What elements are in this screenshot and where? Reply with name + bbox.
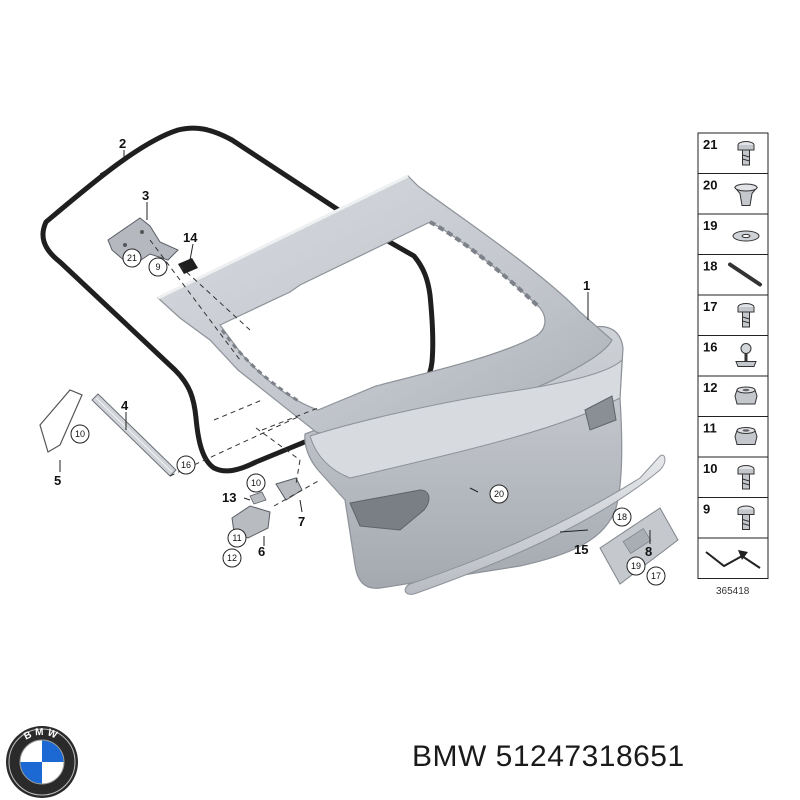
legend-number: 20 <box>703 178 717 193</box>
legend-cell-10: 10 <box>697 456 769 498</box>
circle-label-19: 19 <box>631 561 641 571</box>
top-edge <box>157 174 409 300</box>
small-clip <box>249 491 267 505</box>
bolt-icon <box>737 303 755 328</box>
circle-label-10a: 10 <box>75 429 85 439</box>
guide-lines <box>149 239 321 507</box>
legend-number: 21 <box>703 137 717 152</box>
ball-stud-icon <box>735 343 757 367</box>
legend-number: 16 <box>703 340 717 355</box>
striker <box>275 477 303 501</box>
circle-label-11: 11 <box>232 533 241 543</box>
legend-number: 18 <box>703 259 717 274</box>
circle-label-10b: 10 <box>251 478 261 488</box>
callout-14: 14 <box>183 230 198 245</box>
legend-cell-19: 19 <box>697 213 769 255</box>
callout-13: 13 <box>222 490 236 505</box>
legend-number: 9 <box>703 502 710 517</box>
circled-refs: 21 9 10 16 10 11 12 20 18 19 17 <box>70 248 666 586</box>
legend-symbol-cell <box>697 537 769 579</box>
tailgate-lip <box>309 358 623 479</box>
legend-cell-21: 21 <box>697 132 769 174</box>
window-flange-left <box>220 329 301 404</box>
rod-icon <box>728 262 762 287</box>
legend-number: 12 <box>703 380 717 395</box>
legend-number: 17 <box>703 299 717 314</box>
bent-arrow-icon <box>705 551 761 569</box>
svg-text:BMW: BMW <box>22 727 61 743</box>
plate-bracket-slot <box>622 528 652 554</box>
circle-label-9: 9 <box>155 262 160 272</box>
legend-cell-17: 17 <box>697 294 769 336</box>
nut-icon <box>734 386 758 405</box>
parts-legend: 21 20 19 18 17 16 12 11 10 9 <box>697 132 769 579</box>
strut-bracket <box>39 389 83 453</box>
bmw-logo: BMW <box>6 726 78 798</box>
flange-screw-icon <box>737 465 755 490</box>
seal-gasket <box>40 125 436 474</box>
collar-screw-icon <box>737 505 755 530</box>
circle-label-21: 21 <box>127 253 137 263</box>
legend-cell-18: 18 <box>697 254 769 296</box>
legend-cell-11: 11 <box>697 416 769 458</box>
legend-cell-16: 16 <box>697 335 769 377</box>
callout-3: 3 <box>142 188 149 203</box>
hex-nut-icon <box>734 427 758 445</box>
hinge <box>107 217 179 263</box>
diagram-id: 365418 <box>716 586 750 597</box>
callout-1: 1 <box>583 278 590 293</box>
part-number-label: BMW 51247318651 <box>412 740 685 773</box>
legend-cell-20: 20 <box>697 173 769 215</box>
clip-nut-icon <box>733 183 759 206</box>
legend-number: 10 <box>703 461 717 476</box>
window-flange <box>429 220 542 310</box>
washer-icon <box>732 230 760 242</box>
logo-lettering: BMW <box>22 727 58 743</box>
bump-stop <box>178 258 198 274</box>
legend-number: 19 <box>703 218 717 233</box>
callout-7: 7 <box>298 514 305 529</box>
circle-label-12: 12 <box>227 553 237 563</box>
callout-5: 5 <box>54 473 61 488</box>
lamp-opening-right <box>584 395 617 431</box>
circle-label-18: 18 <box>617 512 627 522</box>
legend-cell-9: 9 <box>697 497 769 539</box>
circle-label-20: 20 <box>494 489 504 499</box>
callout-15: 15 <box>574 542 588 557</box>
callout-4: 4 <box>121 398 129 413</box>
callout-2: 2 <box>119 136 126 151</box>
circle-label-17: 17 <box>651 571 661 581</box>
callout-8: 8 <box>645 544 652 559</box>
legend-cell-12: 12 <box>697 375 769 417</box>
lamp-opening-left <box>349 489 430 531</box>
legend-number: 11 <box>703 421 717 436</box>
trim-strip <box>404 454 666 595</box>
callout-6: 6 <box>258 544 265 559</box>
circle-label-16: 16 <box>181 460 191 470</box>
leader-lines <box>59 150 651 546</box>
screw-icon <box>737 141 755 166</box>
